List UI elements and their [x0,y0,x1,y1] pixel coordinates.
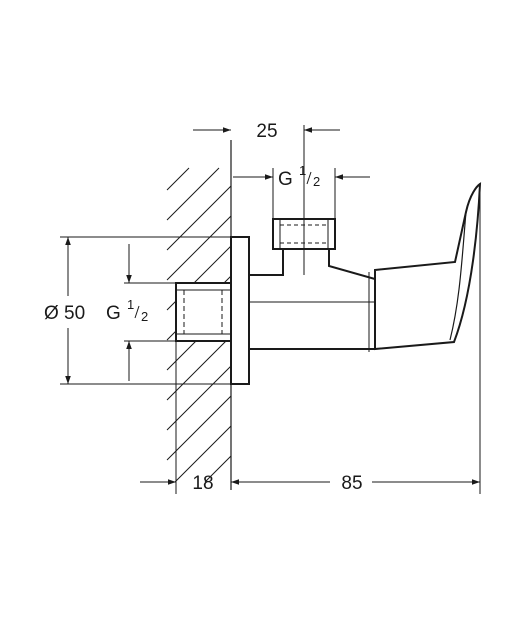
svg-text:G: G [106,303,121,324]
dim-projection [235,184,481,494]
svg-text:2: 2 [313,174,320,189]
svg-text:1: 1 [127,297,134,312]
svg-text:2: 2 [141,309,148,324]
wall-flange [230,236,250,385]
dim-diameter [60,236,249,385]
label-wall-depth: 18 [192,473,213,494]
dim-top-offset [193,125,340,187]
label-inlet-thread: G 1 2 [106,297,148,324]
valve-handle [374,182,482,351]
label-projection: 85 [341,473,362,494]
dim-outlet-thread [233,168,370,219]
label-diameter: Ø 50 [44,303,85,324]
svg-text:50: 50 [64,303,85,324]
dim-inlet-thread [124,244,176,381]
label-top-offset: 25 [256,121,277,142]
valve-body [248,248,376,350]
inlet-thread [175,282,232,342]
handle-inner-line [449,211,467,341]
svg-text:1: 1 [299,163,306,178]
label-outlet-thread: G 1 2 [278,163,320,190]
svg-text:G: G [278,169,293,190]
svg-text:Ø: Ø [44,303,59,324]
